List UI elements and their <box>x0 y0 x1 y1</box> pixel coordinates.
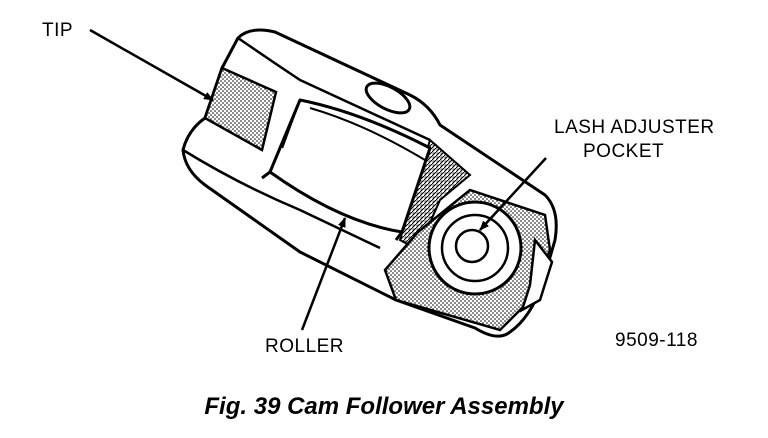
end-slot <box>519 236 554 313</box>
lash-adjuster-leader <box>479 157 547 231</box>
tip-leader <box>89 28 214 102</box>
oil-boss <box>364 81 412 115</box>
roller-leader <box>300 217 347 331</box>
lash-adjuster-label-line1: LASH ADJUSTER <box>554 117 715 138</box>
figure-caption: Fig. 39 Cam Follower Assembly <box>204 393 565 420</box>
lash-adjuster-pocket <box>427 200 523 296</box>
roller-label: ROLLER <box>265 336 344 357</box>
leader-lines <box>89 28 547 331</box>
figure-code: 9509-118 <box>615 330 698 351</box>
tip-surface <box>203 66 278 152</box>
lash-adjuster-label-line2: POCKET <box>583 141 664 162</box>
tip-label: TIP <box>42 20 73 41</box>
roller-part <box>261 98 432 241</box>
